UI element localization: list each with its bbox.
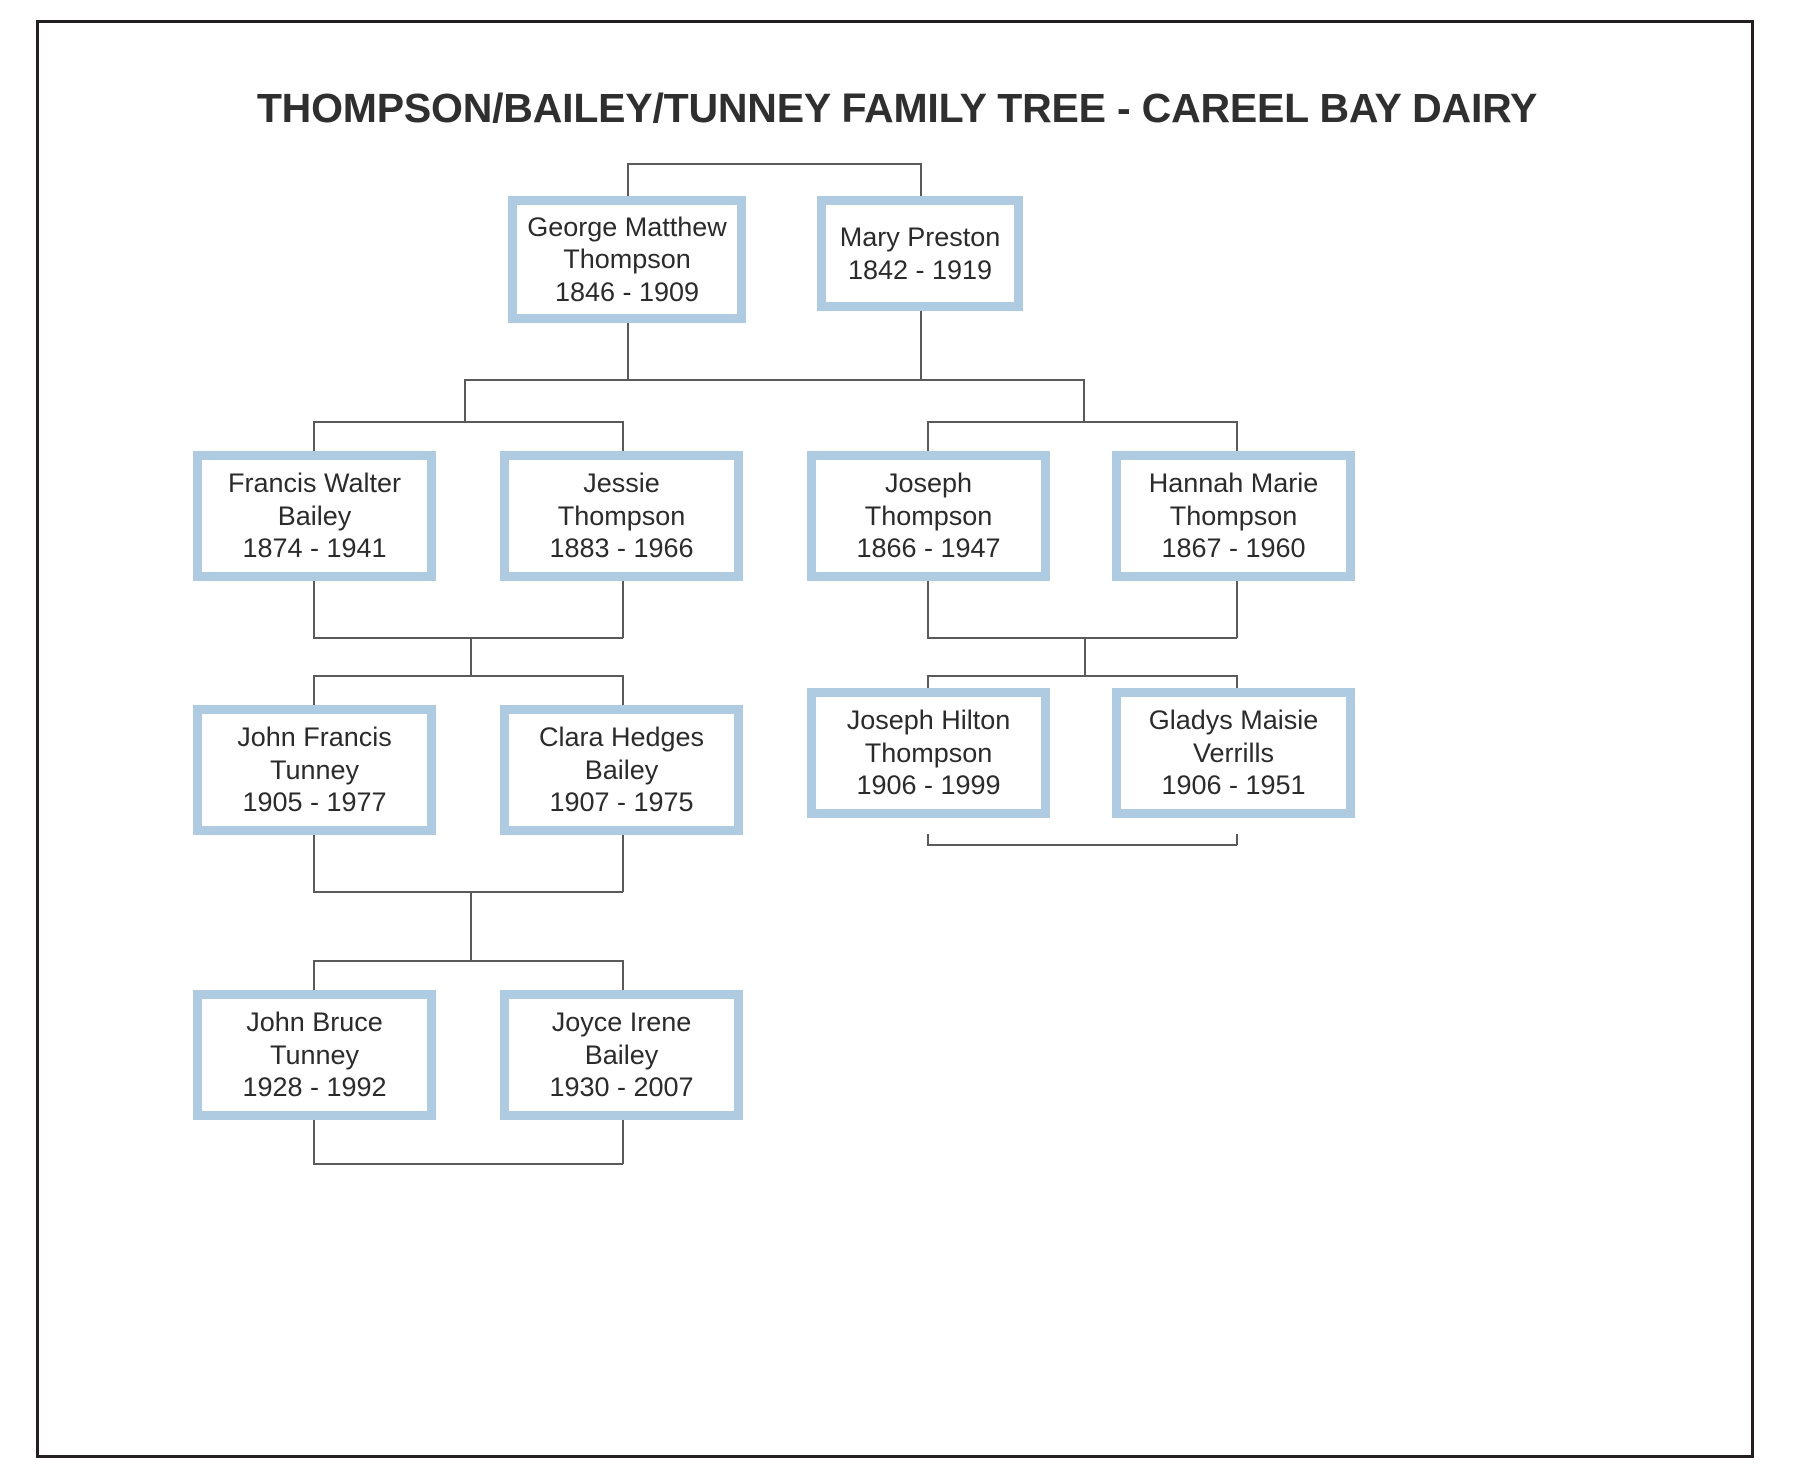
- connector-john-bruce-top-drop: [313, 960, 315, 991]
- page-title: THOMPSON/BAILEY/TUNNEY FAMILY TREE - CAR…: [256, 85, 1538, 131]
- person-node-joseph-thompson[interactable]: Joseph Thompson 1866 - 1947: [807, 451, 1050, 581]
- person-details: John Francis Tunney 1905 - 1977: [202, 721, 427, 818]
- connector-john-francis-top-drop: [313, 675, 315, 706]
- connector-gen3-left-couple-join: [313, 891, 623, 893]
- person-details: Francis Walter Bailey 1874 - 1941: [202, 467, 427, 564]
- person-name-line-1: Hannah Marie: [1148, 468, 1319, 499]
- connector-gladys-bottom-drop: [1236, 834, 1238, 845]
- connector-joseph-hilton-bottom-drop: [927, 834, 929, 845]
- person-name-line-2: Thompson: [864, 737, 993, 768]
- person-name-line-1: Mary Preston: [839, 222, 1001, 253]
- connector-clara-bottom-drop: [622, 834, 624, 892]
- connector-clara-top-drop: [622, 675, 624, 706]
- person-name-line-2: Thompson: [864, 500, 993, 531]
- connector-jessie-top-drop: [622, 421, 624, 452]
- person-dates: 1906 - 1951: [1161, 770, 1306, 801]
- connector-gen3-right-pair-bar: [927, 675, 1237, 677]
- person-dates: 1867 - 1960: [1161, 533, 1306, 564]
- person-dates: 1907 - 1975: [549, 787, 694, 818]
- person-node-hannah-marie-thompson[interactable]: Hannah Marie Thompson 1867 - 1960: [1112, 451, 1355, 581]
- person-name-line-1: Joseph: [884, 468, 973, 499]
- person-name-line-1: John Francis: [237, 722, 392, 753]
- person-dates: 1866 - 1947: [856, 533, 1001, 564]
- connector-gen3-left-spine: [470, 891, 472, 961]
- connector-hannah-top-drop: [1236, 421, 1238, 452]
- person-name-line-2: Tunney: [269, 1039, 360, 1070]
- person-dates: 1930 - 2007: [549, 1072, 694, 1103]
- person-details: John Bruce Tunney 1928 - 1992: [202, 1006, 427, 1103]
- person-name-line-1: Francis Walter: [227, 468, 402, 499]
- connector-gen2-left-spine: [470, 637, 472, 676]
- connector-mary-bottom-drop: [920, 310, 922, 380]
- person-details: Gladys Maisie Verrills 1906 - 1951: [1121, 704, 1346, 801]
- connector-gen4-couple-join: [313, 1163, 623, 1165]
- connector-gen2-left-couple-join: [313, 637, 623, 639]
- person-dates: 1846 - 1909: [554, 276, 700, 307]
- person-name-line-2: Thompson: [563, 244, 691, 275]
- connector-gen2-sibling-bar: [464, 379, 1084, 381]
- person-details: George Matthew Thompson 1846 - 1909: [517, 211, 737, 308]
- connector-john-francis-bottom-drop: [313, 834, 315, 892]
- connector-gen4-pair-bar: [313, 960, 623, 962]
- person-name-line-1: John Bruce: [246, 1007, 383, 1038]
- connector-george-bottom-drop: [627, 322, 629, 380]
- person-name-line-2: Thompson: [557, 500, 686, 531]
- person-details: Hannah Marie Thompson 1867 - 1960: [1121, 467, 1346, 564]
- person-details: Clara Hedges Bailey 1907 - 1975: [509, 721, 734, 818]
- person-dates: 1928 - 1992: [242, 1072, 387, 1103]
- person-node-mary-preston[interactable]: Mary Preston 1842 - 1919: [817, 196, 1023, 311]
- connector-joyce-top-drop: [622, 960, 624, 991]
- person-details: Joyce Irene Bailey 1930 - 2007: [509, 1006, 734, 1103]
- connector-francis-bottom-drop: [313, 580, 315, 638]
- connector-gen1-top-horizontal: [627, 163, 922, 165]
- person-node-jessie-thompson[interactable]: Jessie Thompson 1883 - 1966: [500, 451, 743, 581]
- person-node-george-matthew-thompson[interactable]: George Matthew Thompson 1846 - 1909: [508, 196, 746, 323]
- connector-jessie-bottom-drop: [622, 580, 624, 638]
- connector-joyce-bottom-drop: [622, 1119, 624, 1164]
- person-node-gladys-maisie-verrills[interactable]: Gladys Maisie Verrills 1906 - 1951: [1112, 688, 1355, 818]
- person-details: Jessie Thompson 1883 - 1966: [509, 467, 734, 564]
- connector-gen2-right-spine: [1084, 637, 1086, 676]
- person-dates: 1906 - 1999: [856, 770, 1001, 801]
- person-dates: 1842 - 1919: [847, 254, 993, 285]
- person-name-line-1: Clara Hedges: [538, 722, 705, 753]
- person-details: Mary Preston 1842 - 1919: [826, 221, 1014, 286]
- connector-joseph-bottom-drop: [927, 580, 929, 638]
- person-name-line-1: Gladys Maisie: [1148, 705, 1319, 736]
- person-name-line-2: Bailey: [584, 754, 659, 785]
- connector-john-bruce-bottom-drop: [313, 1119, 315, 1164]
- person-dates: 1905 - 1977: [242, 787, 387, 818]
- connector-gen1-george-top-stub: [627, 163, 629, 203]
- connector-joseph-top-drop: [927, 421, 929, 452]
- person-dates: 1874 - 1941: [242, 533, 387, 564]
- person-name-line-2: Bailey: [277, 500, 352, 531]
- person-node-francis-walter-bailey[interactable]: Francis Walter Bailey 1874 - 1941: [193, 451, 436, 581]
- connector-gen2-right-pair-bar: [927, 421, 1237, 423]
- person-name-line-1: Joyce Irene: [551, 1007, 692, 1038]
- person-node-john-bruce-tunney[interactable]: John Bruce Tunney 1928 - 1992: [193, 990, 436, 1120]
- person-node-john-francis-tunney[interactable]: John Francis Tunney 1905 - 1977: [193, 705, 436, 835]
- connector-gen3-right-couple-join: [927, 844, 1237, 846]
- person-dates: 1883 - 1966: [549, 533, 694, 564]
- connector-gen2-right-couple-join: [927, 637, 1237, 639]
- connector-hannah-bottom-drop: [1236, 580, 1238, 638]
- person-name-line-2: Tunney: [269, 754, 360, 785]
- connector-gen2-right-branch-drop: [1083, 379, 1085, 422]
- person-details: Joseph Hilton Thompson 1906 - 1999: [816, 704, 1041, 801]
- person-node-clara-hedges-bailey[interactable]: Clara Hedges Bailey 1907 - 1975: [500, 705, 743, 835]
- connector-gen2-left-branch-drop: [464, 379, 466, 422]
- person-name-line-1: George Matthew: [527, 211, 727, 242]
- connector-gen2-left-pair-bar: [313, 421, 623, 423]
- person-name-line-1: Jessie: [583, 468, 660, 499]
- person-node-joseph-hilton-thompson[interactable]: Joseph Hilton Thompson 1906 - 1999: [807, 688, 1050, 818]
- person-name-line-2: Verrills: [1192, 737, 1274, 768]
- person-name-line-2: Bailey: [584, 1039, 659, 1070]
- person-details: Joseph Thompson 1866 - 1947: [816, 467, 1041, 564]
- connector-gen1-mary-top-stub: [920, 163, 922, 203]
- person-name-line-2: Thompson: [1169, 500, 1298, 531]
- person-name-line-1: Joseph Hilton: [846, 705, 1011, 736]
- connector-francis-top-drop: [313, 421, 315, 452]
- connector-gen3-left-pair-bar: [313, 675, 623, 677]
- person-node-joyce-irene-bailey[interactable]: Joyce Irene Bailey 1930 - 2007: [500, 990, 743, 1120]
